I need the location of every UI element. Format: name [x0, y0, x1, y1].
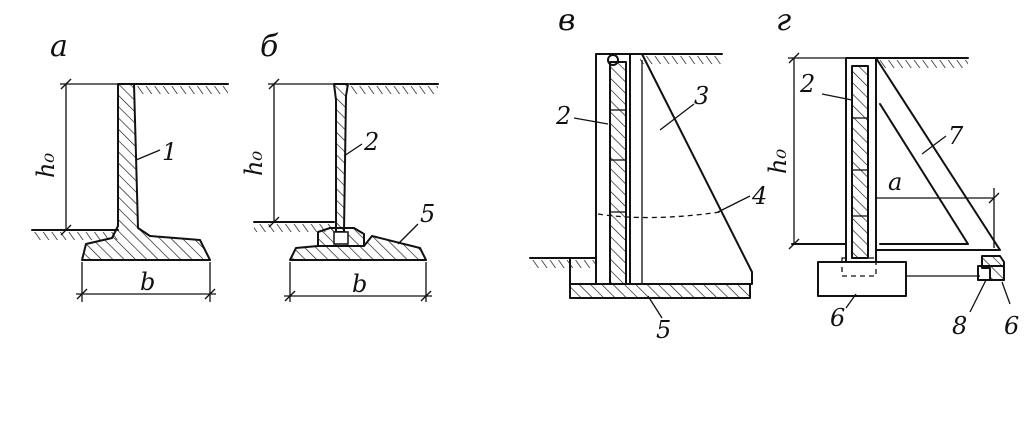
panel-g-anchor-block: [977, 265, 1005, 281]
panel-b-callout-5: 5: [420, 200, 435, 228]
panel-a: а h₀ b 1: [31, 29, 229, 302]
panel-b-width-label: b: [352, 270, 367, 298]
panel-v-wall-slab: [609, 61, 627, 285]
panel-v-leader-2: [573, 117, 609, 125]
panel-a-letter: а: [50, 29, 68, 64]
panel-g-strut-inner: [879, 103, 969, 245]
panel-a-width-label: b: [140, 268, 155, 296]
panel-b-height-tick-bottom: [268, 216, 280, 228]
panel-b-lower-ground-hatch: [254, 224, 334, 232]
panel-b: б h₀ b 2 5: [240, 29, 439, 302]
panel-a-callout-1: 1: [162, 138, 177, 166]
panel-v-callout-5: 5: [656, 316, 671, 344]
panel-g-callout-6b: 6: [1004, 312, 1019, 340]
panel-v-leader-3: [659, 103, 695, 131]
panel-v-callout-4: 4: [751, 182, 767, 210]
panel-a-upper-ground-hatch: [135, 86, 228, 94]
panel-g-leader-8: [969, 279, 987, 313]
panel-g-wall-slab: [851, 65, 869, 259]
panel-b-wall-slab: [333, 83, 349, 233]
panel-a-height-tick-bottom: [60, 224, 72, 236]
panel-b-socket-slot: [333, 231, 349, 245]
panel-a-leader-1: [135, 149, 161, 161]
panel-v-dashed-curve: [597, 211, 721, 219]
panel-g-callout-2: 2: [799, 70, 815, 98]
panel-g-height-label: h₀: [764, 149, 792, 174]
panel-g-upper-ground-hatch: [880, 60, 968, 68]
panel-g-callout-8: 8: [952, 312, 967, 340]
panel-b-height-tick-top: [268, 78, 280, 90]
panel-b-callout-2: 2: [363, 128, 379, 156]
panel-v-base-slab: [569, 283, 751, 299]
panel-a-height-tick-top: [60, 78, 72, 90]
panel-g-callout-6a: 6: [830, 304, 845, 332]
panel-g-dim-label: a: [888, 168, 902, 196]
panel-g-anchor-hook: [981, 255, 1005, 281]
panel-g-callout-7: 7: [948, 122, 964, 150]
panel-v-callout-3: 3: [694, 82, 709, 110]
panel-g: г h₀ a 2 7 6: [764, 3, 1019, 340]
panel-g-leader-6a: [845, 293, 857, 309]
panel-g-leader-6b: [1001, 281, 1011, 305]
panel-a-height-label: h₀: [32, 153, 60, 178]
panel-v-callout-2: 2: [555, 102, 571, 130]
panel-v-counterfort: [629, 53, 753, 285]
panel-v-letter: в: [558, 3, 575, 38]
panel-g-socket-dashed: [841, 257, 877, 277]
panel-g-letter: г: [776, 3, 791, 38]
panel-v: в 2 3 4 5: [529, 3, 767, 344]
panel-v-upper-ground-hatch: [640, 56, 722, 64]
panel-g-height-tick-top: [788, 52, 800, 64]
panel-b-width-tick-left: [284, 290, 296, 302]
panel-v-top-anchor: [607, 54, 619, 66]
panel-a-wall: [81, 83, 211, 261]
panel-g-leader-7: [921, 135, 947, 155]
panel-a-width-tick-right: [204, 288, 216, 300]
panel-a-lower-ground-hatch: [32, 232, 118, 240]
panel-v-leader-5: [647, 295, 663, 319]
panel-b-height-label: h₀: [240, 151, 268, 176]
panel-v-lower-ground-hatch: [530, 260, 596, 268]
panel-b-footing: [289, 235, 427, 261]
panel-b-leader-5: [397, 223, 419, 245]
panel-a-width-tick-left: [76, 288, 88, 300]
panel-g-strut-outer: [875, 57, 1001, 251]
panel-v-leader-4: [717, 195, 751, 213]
panel-b-upper-ground-hatch: [350, 86, 438, 94]
panel-b-leader-2: [343, 143, 363, 157]
panel-g-footing-block: [817, 261, 907, 297]
panel-g-a-tick: [988, 192, 1000, 204]
panel-g-leader-2: [821, 93, 853, 101]
panel-b-width-tick-right: [420, 290, 432, 302]
panel-b-letter: б: [260, 29, 279, 64]
panel-g-height-tick-bottom: [788, 238, 800, 250]
